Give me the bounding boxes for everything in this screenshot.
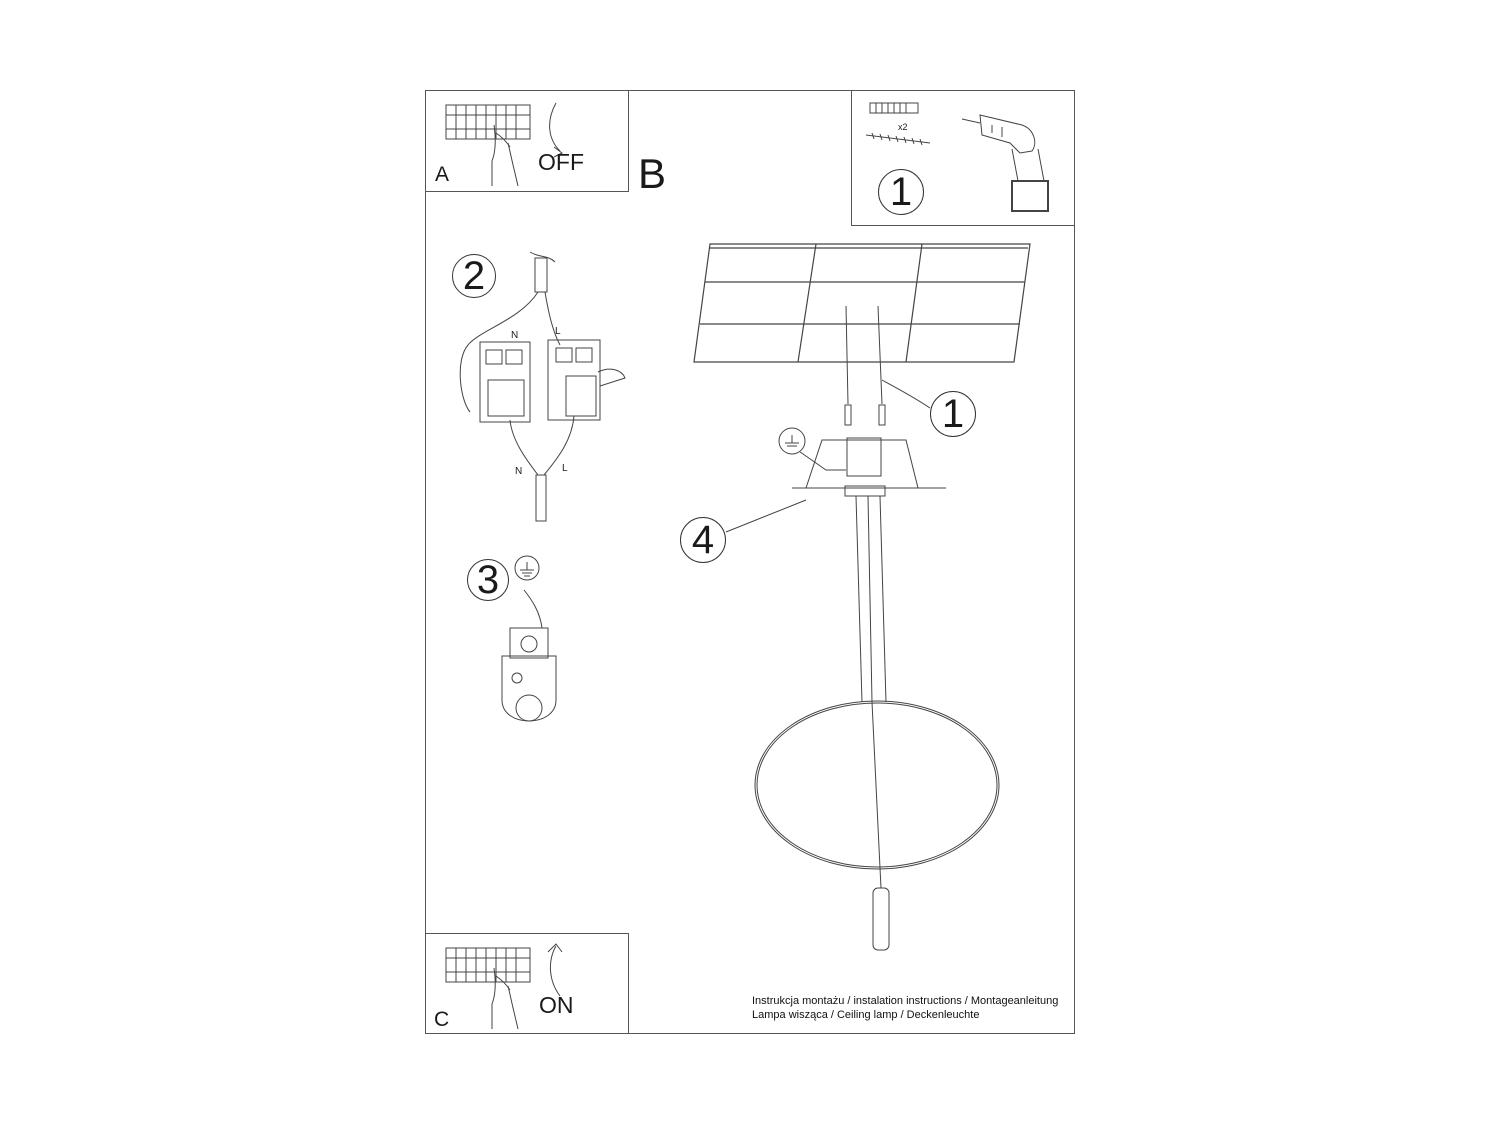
switch-off-label: OFF xyxy=(538,149,584,175)
instruction-sheet xyxy=(425,90,1075,1034)
wall-plug-icon xyxy=(865,102,931,146)
terminal-l-label: L xyxy=(555,326,561,337)
panel-c-switch-on: C ON xyxy=(425,933,629,1034)
switch-on-label: ON xyxy=(539,992,574,1018)
cover-step-number: 4 xyxy=(680,517,726,563)
ground-step-number: 3 xyxy=(467,558,509,602)
breaker-off-illustration xyxy=(445,102,563,187)
panel-a-letter: A xyxy=(435,163,450,186)
wire-n-label: N xyxy=(515,466,523,477)
terminal-n-label: N xyxy=(511,330,519,341)
wiring-step-number: 2 xyxy=(452,254,496,298)
panel-c-letter: C xyxy=(434,1008,450,1031)
wire-l-label: L xyxy=(562,463,568,474)
mount-step-number: 1 xyxy=(930,391,976,437)
tools-step-number: 1 xyxy=(878,169,924,215)
breaker-on-illustration xyxy=(445,943,563,1030)
instruction-caption: Instrukcja montażu / instalation instruc… xyxy=(752,994,1058,1022)
panel-b-letter: B xyxy=(638,150,667,197)
caption-line-1: Instrukcja montażu / instalation instruc… xyxy=(752,995,1059,1007)
tools-box: x2 1 xyxy=(851,90,1075,226)
panel-a-switch-off: A OFF xyxy=(425,90,629,192)
caption-line-2: Lampa wisząca / Ceiling lamp / Deckenleu… xyxy=(752,1009,980,1021)
drill-icon xyxy=(961,114,1049,212)
plug-quantity: x2 xyxy=(898,122,908,132)
